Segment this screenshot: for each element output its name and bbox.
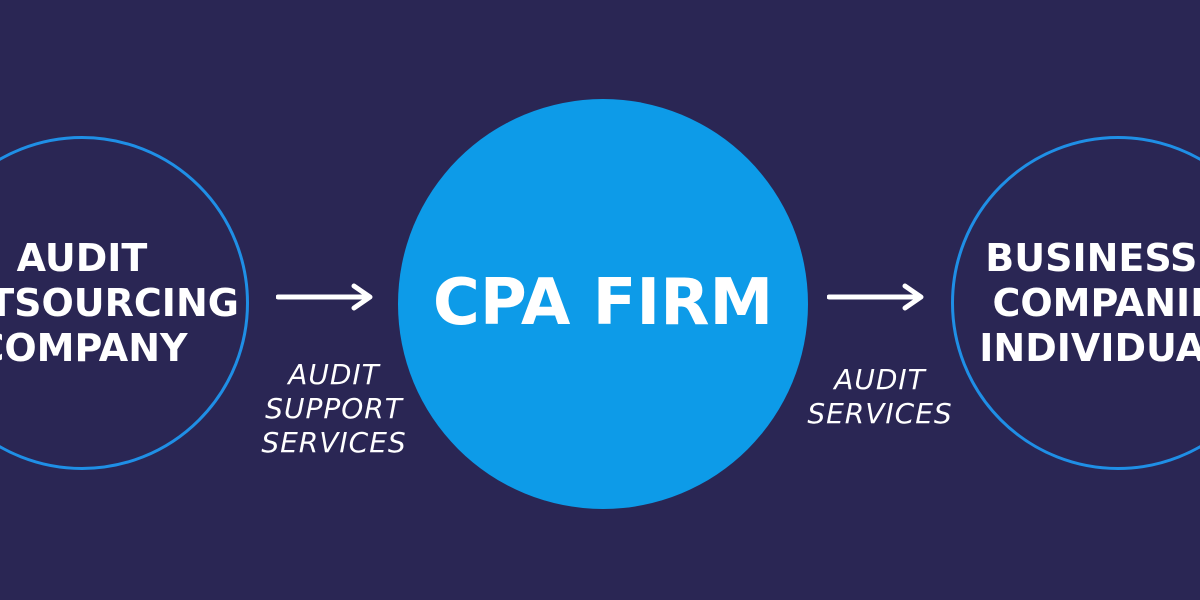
node-label-line: COMPANY xyxy=(0,326,188,370)
node-label-line: AUDIT xyxy=(16,236,148,280)
edge-caption-line: SUPPORT xyxy=(265,392,403,425)
edge-caption-line: AUDIT xyxy=(288,358,380,391)
node-audit-outsourcing-company-label: AUDIT OUTSOURCING COMPANY xyxy=(0,236,249,371)
edge-caption-audit-support-services: AUDIT SUPPORT SERVICES xyxy=(234,358,434,460)
node-businesses-companies-individuals-label: BUSINESSES COMPANIES INDIVIDUALS xyxy=(951,236,1200,371)
edge-caption-audit-services: AUDIT SERVICES xyxy=(780,363,980,431)
node-cpa-firm-label: CPA FIRM xyxy=(398,268,808,338)
node-label-line: BUSINESSES xyxy=(985,236,1200,280)
edge-caption-line: SERVICES xyxy=(807,397,953,430)
node-label-line: CPA FIRM xyxy=(432,266,774,340)
arrow-right-icon xyxy=(827,283,924,311)
edge-caption-line: SERVICES xyxy=(261,426,407,459)
node-label-line: COMPANIES xyxy=(992,281,1200,325)
node-cpa-firm xyxy=(398,99,808,509)
node-label-line: OUTSOURCING xyxy=(0,281,239,325)
node-label-line: INDIVIDUALS xyxy=(979,326,1200,370)
arrow-right-icon xyxy=(276,283,373,311)
edge-caption-line: AUDIT xyxy=(834,363,926,396)
